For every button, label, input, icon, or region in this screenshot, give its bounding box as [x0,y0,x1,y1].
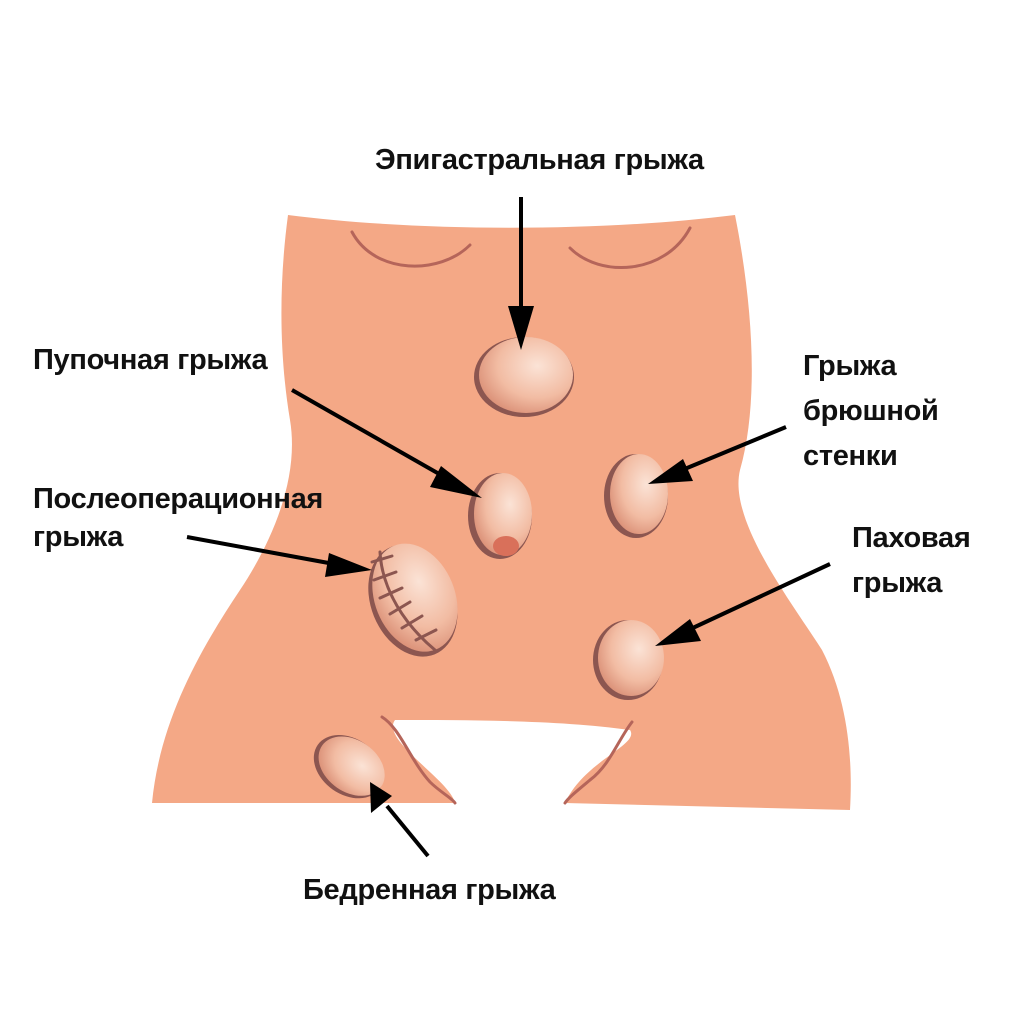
epigastric-hernia [474,337,574,417]
inguinal-label-line-1: Паховая [852,522,971,554]
left-groin-contour [380,715,457,805]
femoral-label: Бедренная грыжа [303,871,556,909]
postoperative-arrow [186,535,372,577]
abdominal-wall-label-line-1: Грыжа [803,350,897,382]
abdominal-wall-hernia [604,454,668,538]
epigastric-label-line: Эпигастральная грыжа [375,144,704,176]
abdominal-wall-arrow [648,425,787,484]
right-chest-contour [568,226,692,269]
femoral-label-line: Бедренная грыжа [303,874,556,906]
postoperative-label: Послеоперационная грыжа [33,480,323,556]
inguinal-label-line-2: грыжа [852,567,943,599]
postoperative-label-line-2: грыжа [33,521,124,553]
abdominal-wall-label-line-3: стенки [803,440,898,472]
umbilical-arrow [291,388,482,498]
inguinal-label: Паховая грыжа [852,516,971,606]
umbilical-hernia [468,473,532,559]
right-groin-contour [563,720,634,805]
inguinal-hernia [593,620,664,700]
left-chest-contour [350,230,472,268]
abdominal-wall-label-line-2: брюшной [803,395,939,427]
epigastric-arrow [508,197,534,350]
navel [493,536,519,556]
umbilical-label: Пупочная грыжа [33,341,268,379]
inguinal-arrow [655,562,831,646]
femoral-hernia [313,734,385,799]
umbilical-label-line: Пупочная грыжа [33,344,268,376]
surgical-suture [370,550,438,652]
epigastric-label: Эпигастральная грыжа [375,141,704,179]
abdominal-wall-label: Грыжа брюшной стенки [803,344,939,479]
postoperative-label-line-1: Послеоперационная [33,483,324,515]
arrows [186,197,831,858]
femoral-arrow [370,782,430,858]
